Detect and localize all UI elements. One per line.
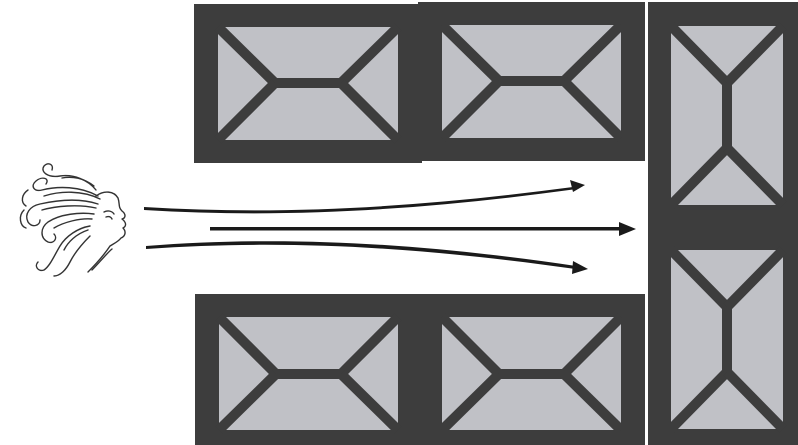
block-top-1 [194, 4, 422, 163]
flow-arrows [144, 180, 636, 274]
block-bottom-2 [418, 294, 645, 445]
block-bottom-1 [195, 294, 422, 445]
wind-face-icon [19, 163, 127, 277]
arrow-lower-head [572, 261, 588, 274]
arrow-upper [144, 187, 573, 214]
arrow-lower [146, 241, 576, 269]
arrow-middle [210, 227, 622, 231]
arrow-upper-head [570, 180, 585, 192]
block-right-top [648, 2, 798, 229]
block-top-2 [418, 2, 645, 161]
arrow-middle-head [619, 222, 636, 236]
block-right-bottom [648, 226, 798, 445]
